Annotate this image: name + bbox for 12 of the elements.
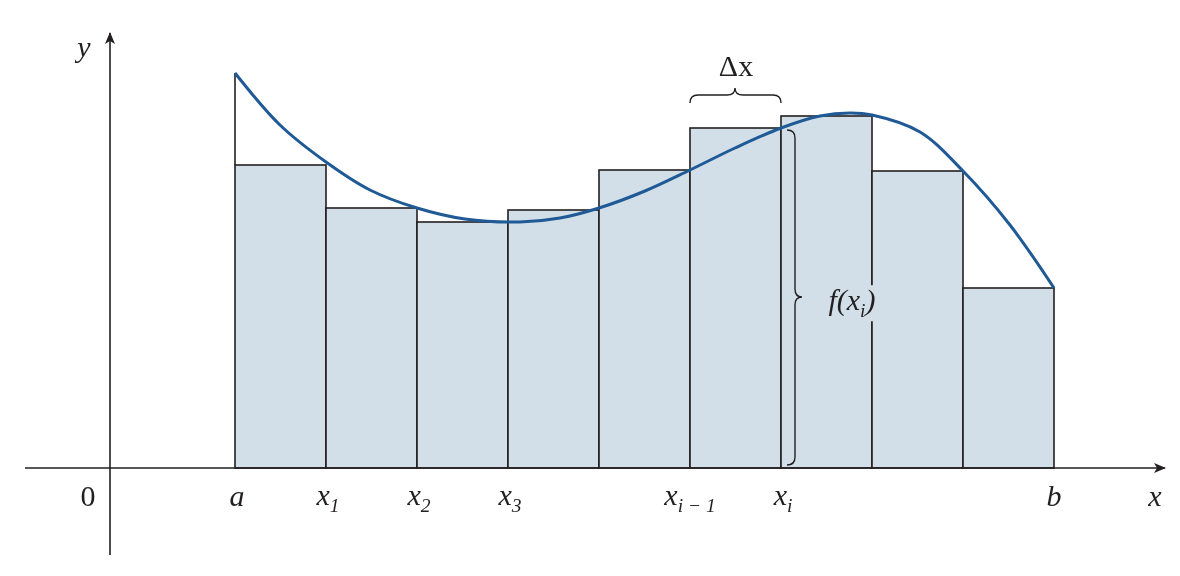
tick-label: a — [229, 481, 245, 511]
tick-label: x$_{i − 1}$ — [664, 480, 716, 516]
axis-label: x — [1148, 481, 1162, 511]
height-label: f(x$_{i}$) — [828, 285, 876, 321]
tick-label: x$_{1}$ — [316, 480, 340, 516]
origin-label: 0 — [80, 481, 96, 511]
tick-label: x$_{i}$ — [773, 480, 793, 516]
tick-label: x$_{2}$ — [407, 480, 431, 516]
tick-label: b — [1046, 481, 1062, 511]
tick-label: x$_{3}$ — [498, 480, 522, 516]
width-label: Δx — [718, 51, 754, 81]
axis-label: y — [77, 32, 91, 62]
